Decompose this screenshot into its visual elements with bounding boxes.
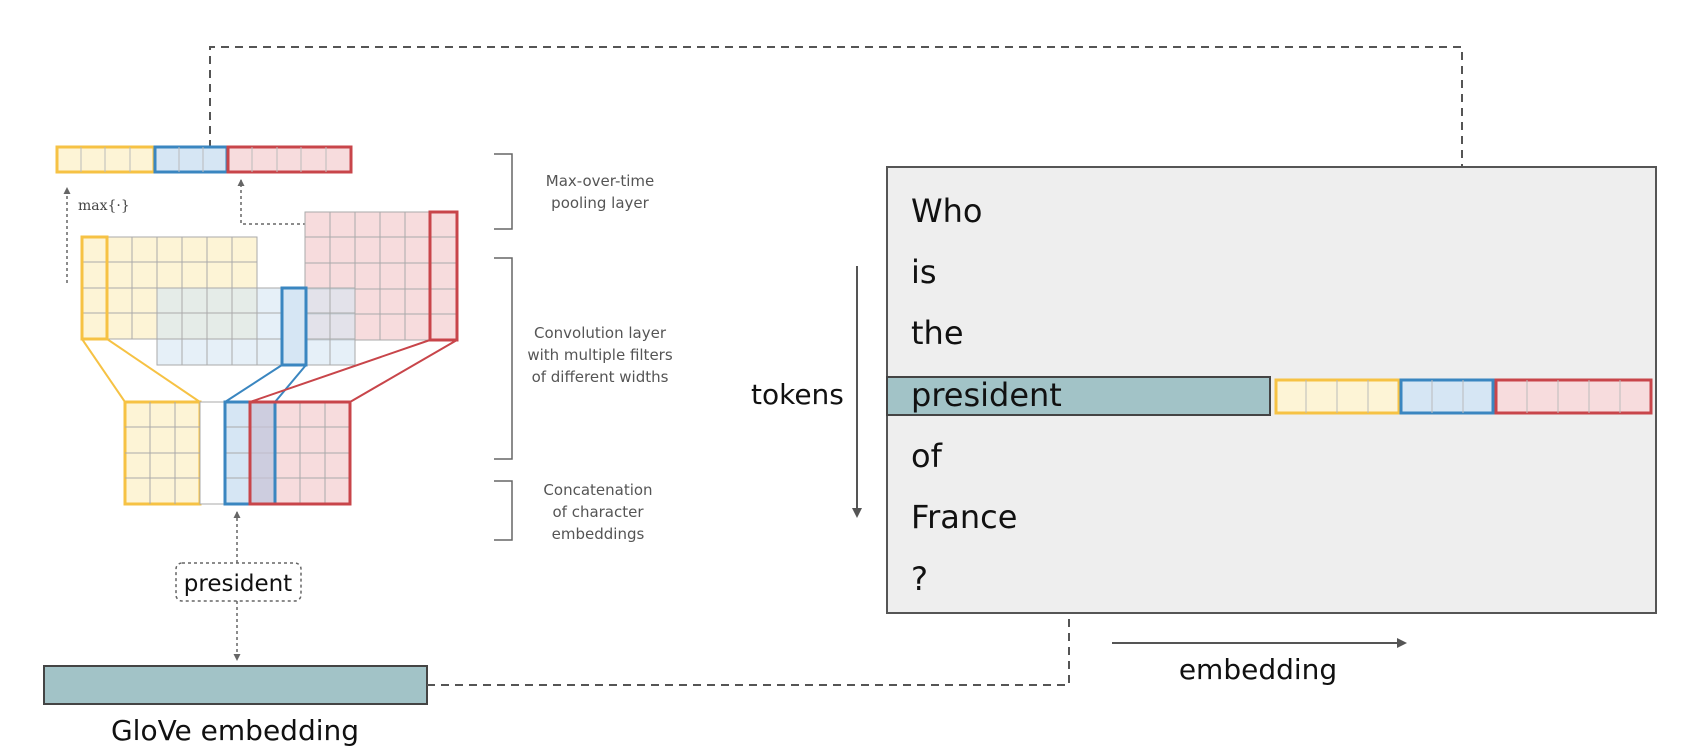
- token-of: of: [911, 437, 943, 475]
- char-cnn-token-segment: [1274, 378, 1653, 415]
- concat-label-1: Concatenation: [543, 481, 652, 499]
- pool-label-2: pooling layer: [551, 194, 649, 212]
- glove-token-segment: [886, 376, 1271, 416]
- conv-label-3: of different widths: [532, 368, 669, 386]
- token-france: France: [911, 498, 1017, 536]
- embedding-axis-label: embedding: [1179, 653, 1337, 686]
- concat-bracket: [494, 480, 513, 541]
- glove-embedding-label: GloVe embedding: [111, 714, 359, 747]
- filter-connector-lines: [81, 338, 458, 403]
- conv-bracket: [494, 257, 513, 460]
- concat-label-2: of character: [552, 503, 644, 521]
- conv-label-2: with multiple filters: [527, 346, 673, 364]
- token-president: president: [911, 376, 1062, 414]
- blue-feature-map: [156, 286, 356, 367]
- max-label: max{·}: [78, 198, 130, 214]
- tokens-axis-label: tokens: [751, 378, 844, 411]
- pooled-output-vector: [55, 145, 353, 174]
- conv-label-1: Convolution layer: [534, 324, 667, 342]
- glove-embedding-bar: [43, 665, 428, 705]
- pool-label-1: Max-over-time: [546, 172, 655, 190]
- word-box-label: president: [184, 571, 292, 597]
- character-embedding-matrix: [123, 400, 352, 506]
- concat-label-3: embeddings: [552, 525, 645, 543]
- token-question-mark: ?: [911, 560, 928, 598]
- word-box: [175, 562, 302, 602]
- pool-bracket: [494, 153, 513, 230]
- token-is: is: [911, 253, 937, 291]
- token-the: the: [911, 314, 964, 352]
- token-who: Who: [911, 192, 983, 230]
